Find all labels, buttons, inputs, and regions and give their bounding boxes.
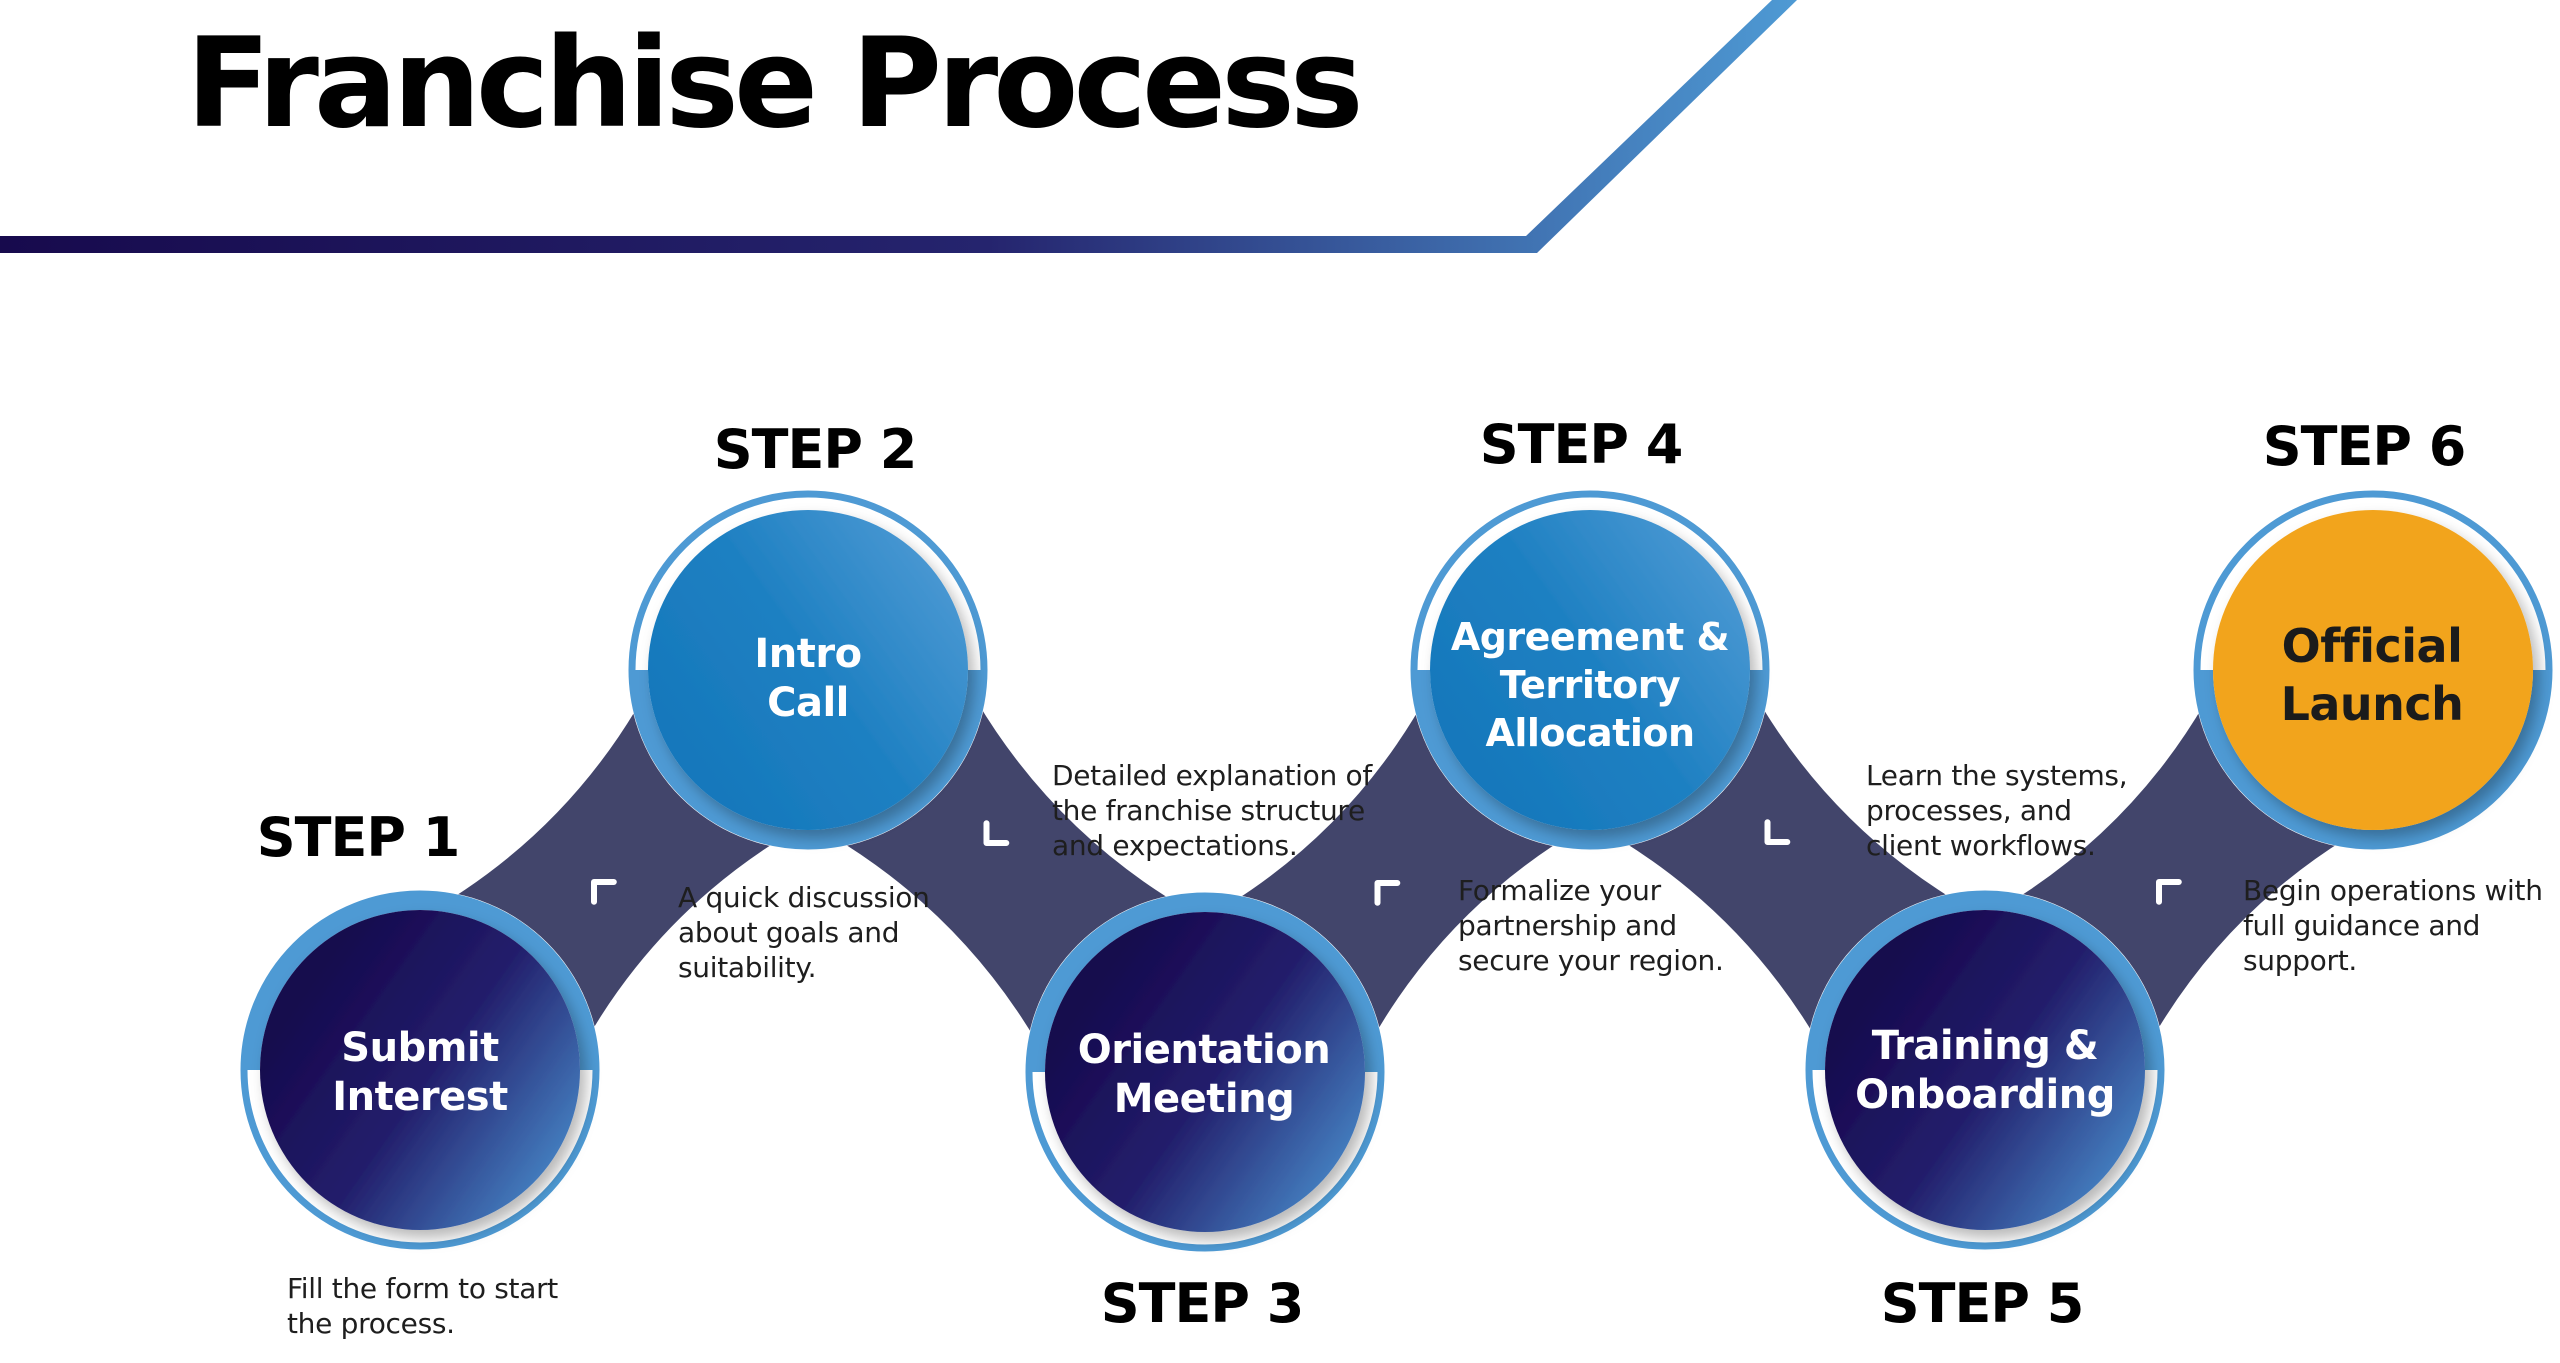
step-2-description-line: A quick discussion — [678, 881, 930, 914]
step-5-description: Learn the systems, processes, and client… — [1866, 758, 2206, 863]
step-3-title-line-2: Meeting — [1113, 1076, 1295, 1122]
step-6-description-line: support. — [2243, 944, 2358, 977]
step-2-description-line: suitability. — [678, 951, 817, 984]
step-1-description-line: the process. — [287, 1307, 455, 1340]
step-5-description-line: client workflows. — [1866, 829, 2096, 862]
step-1-title-line-1: Submit — [341, 1025, 499, 1071]
step-4-description-line: partnership and — [1458, 909, 1677, 942]
step-4-title-line-1: Agreement & — [1450, 615, 1730, 659]
step-2-circle[interactable] — [628, 490, 988, 850]
chevron-group — [591, 819, 2182, 906]
step-4-circle[interactable] — [1410, 490, 1770, 850]
step-4-title-line-3: Allocation — [1485, 711, 1695, 755]
step-4-label: STEP 4 — [1479, 413, 1684, 476]
step-5-title[interactable]: Training & Onboarding — [1835, 1022, 2135, 1120]
circle-fill — [648, 510, 968, 830]
step-1-label: STEP 1 — [256, 806, 461, 869]
step-6-description-line: full guidance and — [2243, 909, 2481, 942]
step-3-description-line: the franchise structure — [1052, 794, 1365, 827]
step-6-label: STEP 6 — [2262, 415, 2467, 478]
step-6-title[interactable]: Official Launch — [2222, 617, 2522, 733]
step-3-title-line-1: Orientation — [1077, 1027, 1331, 1073]
step-4-title[interactable]: Agreement & Territory Allocation — [1440, 613, 1740, 757]
step-3-description-line: Detailed explanation of — [1052, 759, 1372, 792]
step-5-title-line-1: Training & — [1871, 1023, 2099, 1069]
circle-fill — [1430, 510, 1750, 830]
step-2-description-line: about goals and — [678, 916, 900, 949]
step-2-title[interactable]: Intro Call — [658, 630, 958, 728]
step-5-description-line: processes, and — [1866, 794, 2072, 827]
page-title: Franchise Process — [186, 12, 1364, 156]
step-circle-group — [240, 490, 2553, 1252]
chevron-down-right-icon — [983, 820, 1010, 846]
step-5-title-line-2: Onboarding — [1855, 1072, 2115, 1118]
step-2-label: STEP 2 — [713, 418, 918, 481]
step-4-description: Formalize your partnership and secure yo… — [1458, 873, 1798, 978]
step-1-title-line-2: Interest — [332, 1074, 508, 1120]
step-6-title-line-1: Official — [2281, 619, 2463, 673]
step-2-title-line-2: Call — [767, 680, 849, 726]
step-3-label: STEP 3 — [1100, 1272, 1305, 1335]
step-5-label: STEP 5 — [1880, 1272, 2085, 1335]
step-4-description-line: secure your region. — [1458, 944, 1724, 977]
chevron-up-right-icon — [1374, 880, 1401, 906]
step-4-title-line-2: Territory — [1499, 663, 1681, 707]
step-1-description: Fill the form to start the process. — [287, 1271, 627, 1341]
step-6-circle[interactable] — [2193, 490, 2553, 850]
step-6-title-line-2: Launch — [2280, 677, 2464, 731]
step-5-circle[interactable] — [1805, 890, 2165, 1250]
step-1-circle[interactable] — [240, 890, 600, 1250]
step-6-description: Begin operations with full guidance and … — [2243, 873, 2560, 978]
step-3-circle[interactable] — [1025, 892, 1385, 1252]
chevron-up-right-icon — [2156, 879, 2182, 905]
circle-fill — [1825, 910, 2145, 1230]
step-2-description: A quick discussion about goals and suita… — [678, 880, 1018, 985]
circle-fill — [1045, 912, 1365, 1232]
step-2-title-line-1: Intro — [754, 631, 862, 677]
step-3-description-line: and expectations. — [1052, 829, 1298, 862]
chevron-up-right-icon — [591, 879, 617, 905]
chevron-down-right-icon — [1764, 819, 1791, 845]
step-1-description-line: Fill the form to start — [287, 1272, 558, 1305]
circle-fill — [2213, 510, 2533, 830]
step-1-title[interactable]: Submit Interest — [270, 1024, 570, 1122]
step-6-description-line: Begin operations with — [2243, 874, 2543, 907]
step-5-description-line: Learn the systems, — [1866, 759, 2128, 792]
circle-fill — [260, 910, 580, 1230]
step-4-description-line: Formalize your — [1458, 874, 1661, 907]
step-3-description: Detailed explanation of the franchise st… — [1052, 758, 1432, 863]
step-3-title[interactable]: Orientation Meeting — [1054, 1026, 1354, 1124]
